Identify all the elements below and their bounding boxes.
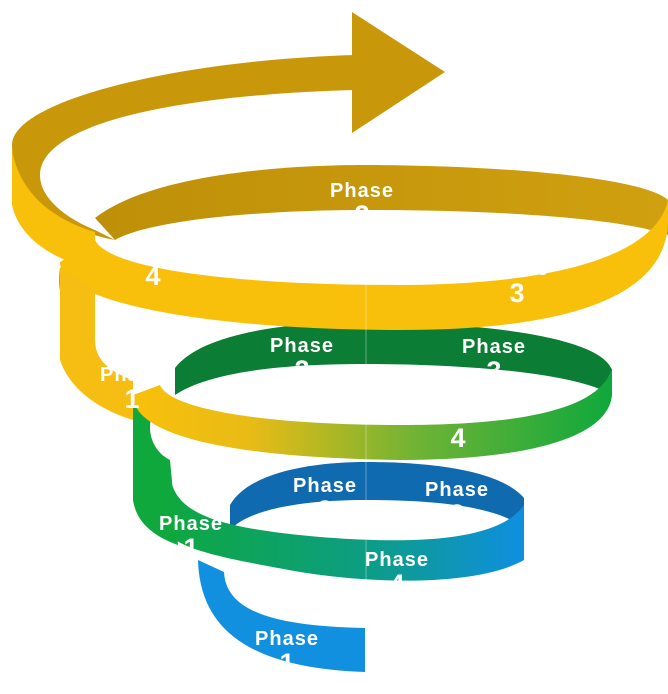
arrow-head — [352, 12, 445, 133]
blue-bottom-ribbon — [198, 560, 365, 672]
gold-front-ribbon — [60, 200, 668, 330]
green-front-ribbon — [133, 368, 612, 460]
gold-back-ribbon — [95, 165, 668, 240]
blue-back-ribbon — [230, 462, 524, 530]
gold-left-down — [60, 268, 133, 420]
green-back-ribbon — [175, 322, 612, 395]
green-left-down — [133, 398, 178, 545]
arrow-band — [12, 55, 355, 240]
blue-front-ribbon — [154, 470, 524, 581]
arrow-band-front — [12, 150, 95, 270]
